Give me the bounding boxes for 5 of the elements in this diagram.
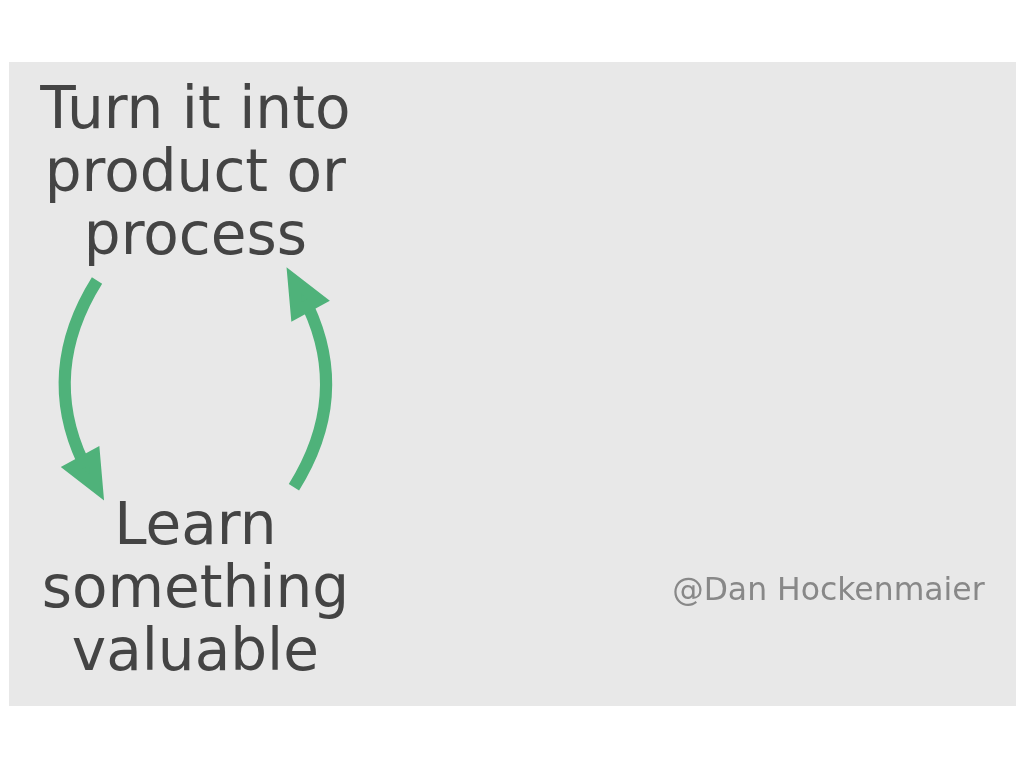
arrow (286, 267, 332, 491)
arrow (58, 277, 104, 501)
label: @Dan Hockenmaier (671, 571, 985, 608)
node-text: Turn it into product or process (39, 73, 350, 268)
node-text: Learn something valuable (41, 490, 349, 685)
